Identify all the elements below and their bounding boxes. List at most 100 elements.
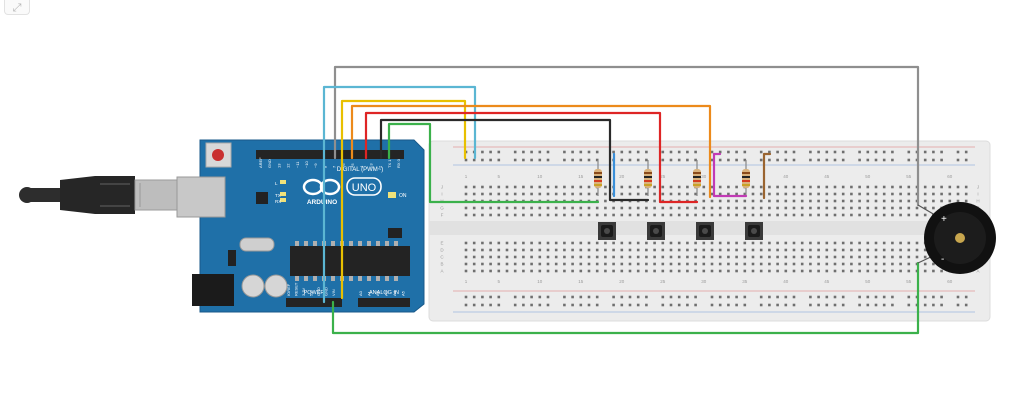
column-number-label: 30 [701,279,707,284]
crystal [239,237,275,252]
row-letter-label: D [440,248,444,253]
column-number-label: 55 [906,279,912,284]
row-letter-label: B [440,262,443,267]
arduino-uno-board[interactable]: UNO ARDUINO DIGITAL (PWM~) POWER ANALOG … [176,139,425,313]
column-number-label: 50 [865,174,871,179]
column-number-label: 55 [906,174,912,179]
wire-purple[interactable] [712,152,748,198]
column-number-label: 60 [947,279,953,284]
column-number-label: 1 [465,174,468,179]
analog-pin-label: A5 [401,290,406,296]
column-number-label: 15 [578,279,584,284]
power-pin-label: IOREF [286,283,291,296]
column-number-label: 5 [498,174,501,179]
row-letter-label: H [976,199,979,204]
row-letter-label: A [976,269,979,274]
push-button-2[interactable] [647,222,665,240]
resistor-2[interactable] [644,160,652,196]
column-number-label: 15 [578,174,584,179]
resistor-1[interactable] [594,160,602,196]
wire-yellow[interactable] [340,99,467,300]
analog-pin-label: A0 [358,290,363,296]
digital-header[interactable] [256,150,404,159]
wire-red[interactable] [364,111,699,204]
arduino-logo [302,177,382,196]
digital-pin-label: AREF [258,157,263,168]
atmega-chip [290,246,410,276]
fit-to-view-button[interactable]: ⤢ [4,0,30,15]
wire-brown[interactable] [762,152,772,200]
digital-pin-label: ~11 [295,161,300,168]
wire-black[interactable] [379,118,650,202]
power-pin-label: 5V [309,291,314,296]
row-letter-label: I [441,192,442,197]
digital-pin-label: 13 [276,163,281,168]
wire-green-gnd[interactable] [331,261,920,335]
digital-pin-label: 4 [359,165,364,168]
tx-led-label: TX [275,193,281,198]
column-number-label: 25 [660,174,666,179]
column-number-label: 10 [537,174,543,179]
wire-cyan[interactable] [322,85,477,304]
wire-gray[interactable] [333,65,920,207]
power-pin-label: VIN [331,289,336,296]
digital-pin-label: TX 1 [387,159,392,168]
capacitor [241,274,265,298]
analog-pin-label: A3 [384,290,389,296]
digital-pin-label: ~5 [350,163,355,168]
wire-green-pin2[interactable] [387,122,600,204]
digital-pin-label: 7 [332,165,337,168]
digital-pin-label: 12 [286,163,291,168]
capacitor [264,274,288,298]
digital-pin-label: ~3 [368,163,373,168]
digital-pin-label: ~10 [304,160,309,168]
column-number-label: 5 [498,279,501,284]
row-letter-label: C [440,255,444,260]
expand-arrows-icon: ⤢ [12,0,22,14]
buzzer-minus-label: - [941,254,944,265]
power-pin-label: RESET [294,282,299,296]
digital-pin-label: 2 [378,165,383,168]
wire-orange[interactable] [350,104,712,199]
column-number-label: 25 [660,279,666,284]
row-letter-label: J [441,185,443,190]
digital-pin-label: GND [267,159,272,168]
power-pin-label: 3.3V [301,287,306,296]
l-led-label: L [275,181,278,186]
column-number-label: 40 [783,174,789,179]
push-button-1[interactable] [598,222,616,240]
column-number-label: 10 [537,279,543,284]
digital-pin-label: RX 0 [396,158,401,168]
power-header[interactable] [286,298,342,307]
column-number-label: 45 [824,174,830,179]
analog-in-label: ANALOG IN [369,290,399,296]
on-led-label: ON [399,193,407,199]
board-brand-label: ARDUINO [307,199,337,206]
power-pin-label: GND [324,287,329,296]
power-pin-label: GND [316,287,321,296]
column-number-label: 45 [824,279,830,284]
analog-header[interactable] [358,298,410,307]
analog-pin-label: A2 [375,290,380,296]
digital-pin-label: ~6 [341,163,346,168]
column-number-label: 35 [742,279,748,284]
power-label: POWER [304,290,325,296]
column-number-label: 20 [619,279,625,284]
column-number-label: 1 [465,279,468,284]
column-number-label: 60 [947,174,953,179]
analog-pin-label: A1 [367,290,372,296]
piezo-buzzer[interactable]: + - [917,202,996,274]
digital-pin-label: ~9 [313,163,318,168]
resistor-4[interactable] [742,160,750,196]
digital-label: DIGITAL (PWM~) [337,167,384,173]
board-model-label: UNO [352,182,377,194]
push-button-4[interactable] [745,222,763,240]
column-number-label: 40 [783,279,789,284]
resistor-3[interactable] [693,160,701,196]
push-button-3[interactable] [696,222,714,240]
row-letter-label: A [440,269,443,274]
reset-button[interactable] [212,149,224,161]
